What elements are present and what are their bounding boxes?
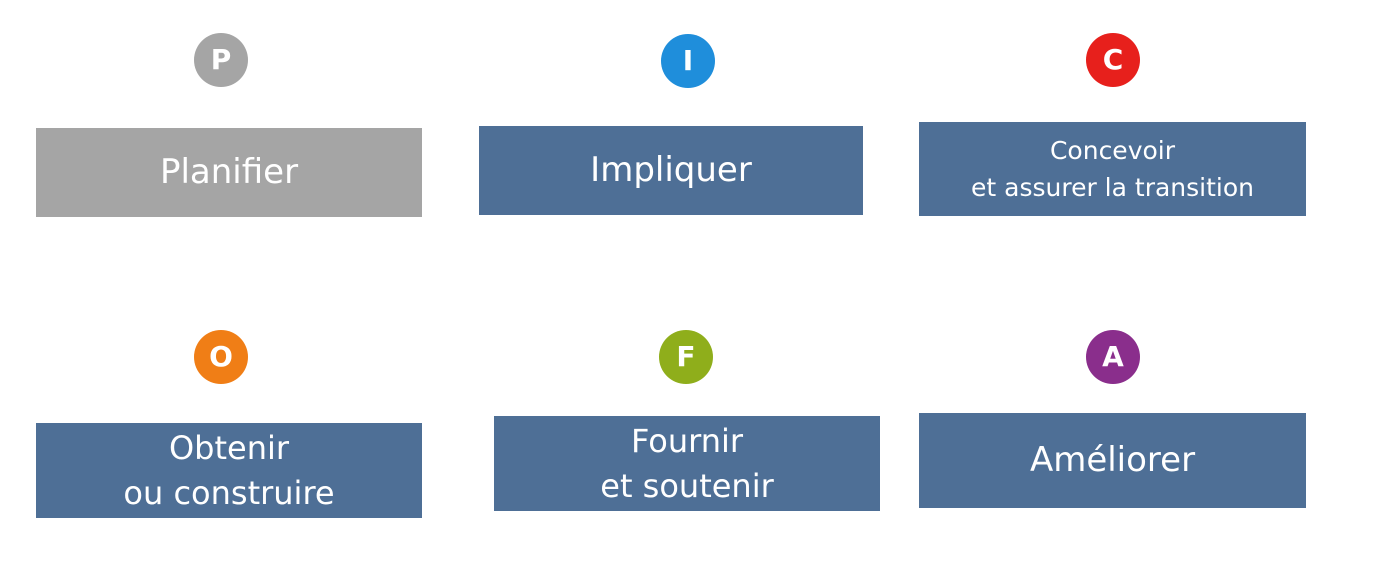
step-box-concevoir: Concevoir et assurer la transition bbox=[919, 122, 1306, 216]
step-box-ameliorer: Améliorer bbox=[919, 413, 1306, 508]
step-badge-o: O bbox=[194, 330, 248, 384]
step-badge-f: F bbox=[659, 330, 713, 384]
step-badge-c: C bbox=[1086, 33, 1140, 87]
step-badge-a: A bbox=[1086, 330, 1140, 384]
step-badge-i: I bbox=[661, 34, 715, 88]
step-badge-p: P bbox=[194, 33, 248, 87]
step-label-impliquer: Impliquer bbox=[590, 149, 752, 190]
step-box-planifier: Planifier bbox=[36, 128, 422, 217]
step-label-obtenir: Obtenir ou construire bbox=[123, 429, 335, 512]
step-label-ameliorer: Améliorer bbox=[1029, 439, 1196, 480]
step-box-fournir: Fournir et soutenir bbox=[494, 416, 880, 511]
step-box-obtenir: Obtenir ou construire bbox=[36, 423, 422, 518]
step-label-fournir: Fournir et soutenir bbox=[600, 422, 774, 505]
step-label-concevoir: Concevoir et assurer la transition bbox=[971, 135, 1254, 203]
step-box-impliquer: Impliquer bbox=[479, 126, 863, 215]
step-label-planifier: Planifier bbox=[159, 151, 299, 192]
